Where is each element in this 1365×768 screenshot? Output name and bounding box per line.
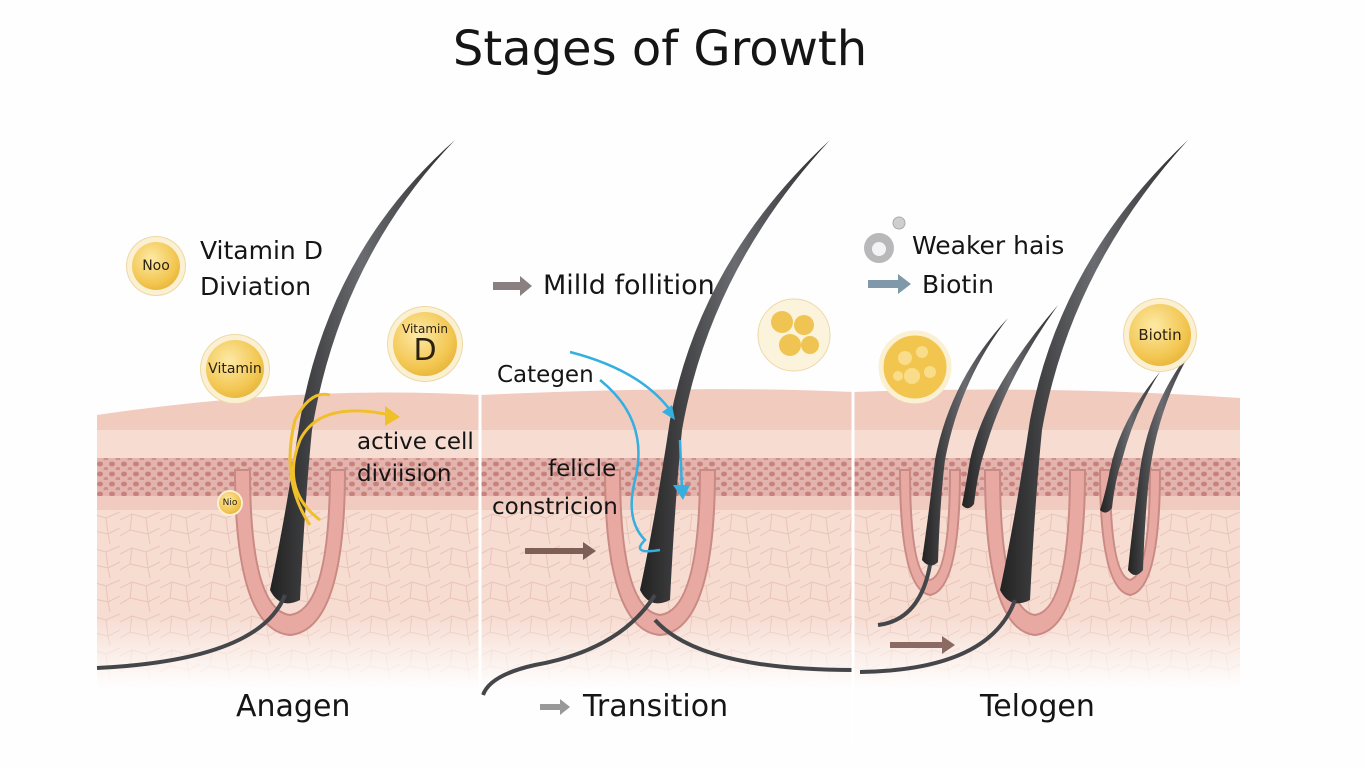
- division-label: diviision: [357, 461, 452, 487]
- bubble-letter: D: [413, 333, 437, 368]
- bubble-label: Vitamin: [208, 361, 262, 377]
- weaker-hairs-label: Weaker hais: [912, 231, 1065, 260]
- stage-label-telogen: Telogen: [980, 689, 1095, 724]
- gold-cluster-icon: [757, 298, 952, 404]
- vitamin-d-label: Vitamin D: [200, 236, 323, 265]
- panel-dividers: [478, 385, 855, 745]
- bubble-label: Noo: [142, 258, 170, 274]
- vitamin-d-bubble: Vitamin D: [393, 312, 457, 376]
- bubble-label: Nio: [222, 498, 238, 508]
- stage-label-transition: Transition: [583, 689, 729, 724]
- active-cell-label: active cell: [357, 429, 474, 455]
- categen-label: Categen: [497, 362, 594, 388]
- bubble-label: Vitamin: [402, 322, 448, 336]
- hairs: [270, 140, 1195, 604]
- biotin-bubble: Biotin: [1129, 304, 1191, 366]
- bubble-label: Biotin: [1138, 326, 1182, 344]
- diviation-label: Diviation: [200, 272, 312, 301]
- water-drop-icon: [864, 216, 906, 263]
- page-title: Stages of Growth: [452, 21, 868, 77]
- small-nutrient-bubble: Nio: [219, 492, 241, 514]
- biotin-label: Biotin: [922, 270, 994, 299]
- blue-arrows: [569, 350, 690, 553]
- mild-follition-label: Milld follition: [543, 270, 715, 301]
- arrow-icons: [493, 274, 955, 715]
- vitamin-bubble-noo: Noo: [132, 242, 180, 290]
- vitamin-bubble: Vitamin: [206, 340, 264, 398]
- roots: [96, 564, 1017, 696]
- stage-label-anagen: Anagen: [236, 689, 351, 724]
- constriction-label: constricion: [492, 494, 618, 520]
- yellow-arrow: [288, 392, 400, 526]
- felicle-label: felicle: [548, 456, 617, 482]
